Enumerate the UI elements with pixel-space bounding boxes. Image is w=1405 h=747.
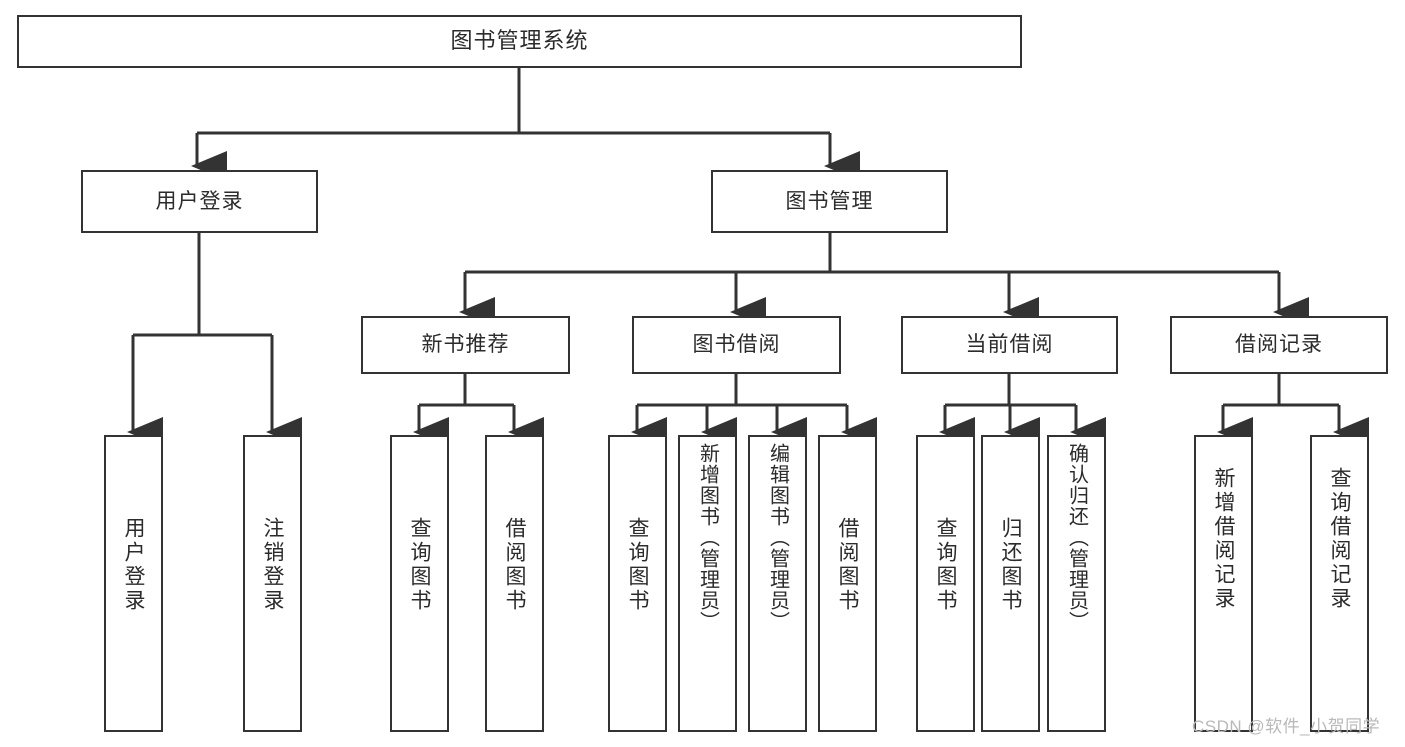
node-label: 图书管理	[785, 189, 874, 213]
node-label: 注销登录	[261, 517, 284, 613]
leaf-borrow-book[interactable]: 借阅图书	[818, 435, 877, 732]
leaf-query-book-newbook[interactable]: 查询图书	[390, 435, 449, 732]
node-label: 借阅记录	[1235, 333, 1323, 357]
node-label: 图书借阅	[692, 333, 781, 357]
node-root-system[interactable]: 图书管理系统	[17, 15, 1022, 68]
node-label: 新增借阅记录	[1212, 467, 1235, 611]
node-label: 图书管理系统	[450, 28, 589, 54]
leaf-query-book-borrow[interactable]: 查询图书	[608, 435, 667, 732]
leaf-confirm-return-admin[interactable]: 确认归还（管理员）	[1047, 435, 1106, 732]
node-label: 新增图书（管理员）	[696, 443, 719, 632]
node-label: 新书推荐	[421, 333, 510, 357]
node-label: 查询图书	[408, 517, 431, 613]
node-label: 确认归还（管理员）	[1065, 443, 1088, 632]
node-label: 查询图书	[626, 517, 649, 613]
node-label: 用户登录	[122, 517, 145, 613]
leaf-borrow-book-newbook[interactable]: 借阅图书	[485, 435, 544, 732]
leaf-add-borrow-record[interactable]: 新增借阅记录	[1194, 435, 1253, 732]
node-borrow-record[interactable]: 借阅记录	[1170, 316, 1388, 374]
node-label: 查询图书	[934, 517, 957, 613]
leaf-add-book-admin[interactable]: 新增图书（管理员）	[678, 435, 737, 732]
leaf-user-login[interactable]: 用户登录	[104, 435, 163, 732]
node-label: 归还图书	[999, 517, 1022, 613]
node-new-book-recommend[interactable]: 新书推荐	[361, 316, 570, 374]
node-user-login[interactable]: 用户登录	[81, 170, 318, 233]
node-label: 借阅图书	[503, 517, 526, 613]
leaf-logout[interactable]: 注销登录	[243, 435, 302, 732]
node-label: 编辑图书（管理员）	[766, 443, 789, 632]
node-book-management[interactable]: 图书管理	[711, 170, 948, 233]
node-label: 当前借阅	[965, 333, 1054, 357]
node-label: 查询借阅记录	[1328, 467, 1351, 611]
leaf-return-book[interactable]: 归还图书	[981, 435, 1040, 732]
node-label: 用户登录	[155, 189, 244, 213]
leaf-query-book-current[interactable]: 查询图书	[916, 435, 975, 732]
leaf-edit-book-admin[interactable]: 编辑图书（管理员）	[748, 435, 807, 732]
node-current-borrow[interactable]: 当前借阅	[901, 316, 1118, 374]
node-book-borrow[interactable]: 图书借阅	[632, 316, 841, 374]
node-label: 借阅图书	[836, 517, 859, 613]
leaf-query-borrow-record[interactable]: 查询借阅记录	[1310, 435, 1369, 732]
